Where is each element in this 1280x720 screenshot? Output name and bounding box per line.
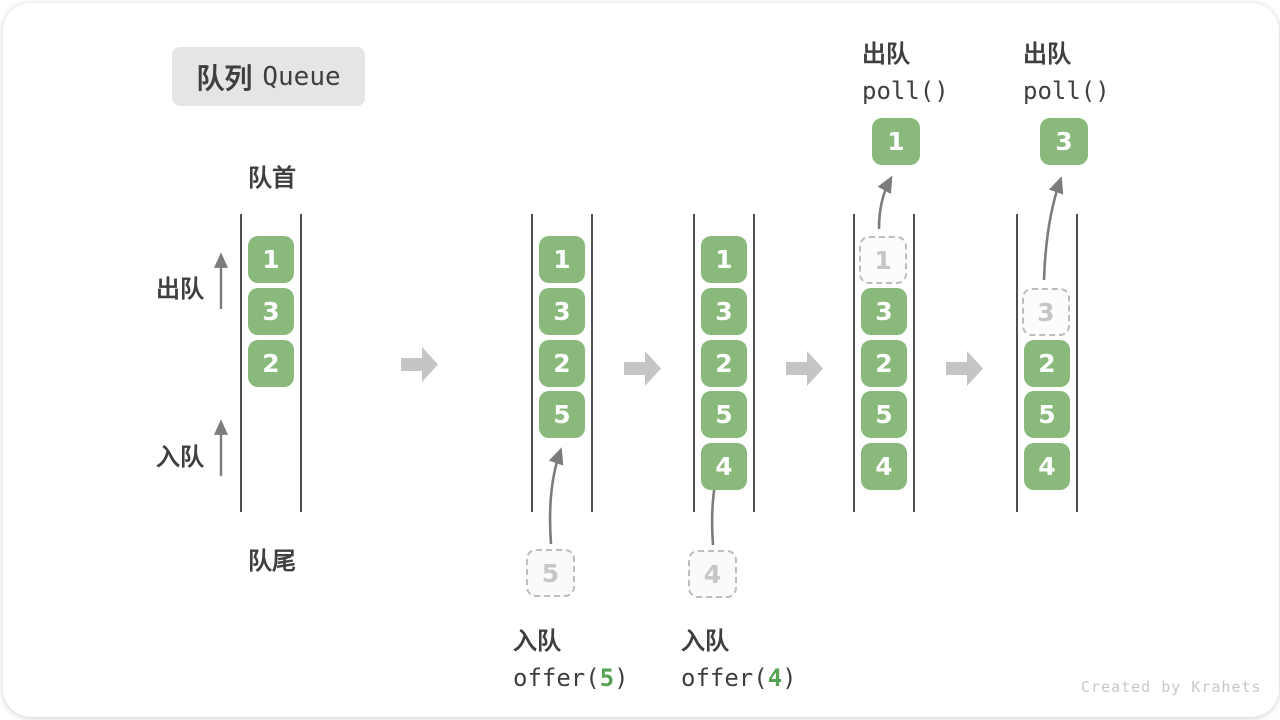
operation-code: offer(5): [513, 664, 629, 692]
operation-zh: 入队: [681, 628, 729, 655]
code-fn: offer(: [513, 664, 600, 692]
queue-item: 1: [701, 236, 747, 283]
operation-code: poll(): [1023, 77, 1110, 105]
queue-wall: [913, 214, 915, 512]
queue-state-2: 1 3 2 5: [531, 214, 593, 512]
dequeue-label: 出队: [156, 276, 204, 303]
queue-front-label: 队首: [248, 165, 296, 192]
diagram-title: 队列 Queue: [172, 47, 365, 106]
dequeue-operation-label: 出队 poll(): [1023, 34, 1110, 105]
queue-wall: [753, 214, 755, 512]
queue-wall: [853, 214, 855, 512]
queue-wall: [1076, 214, 1078, 512]
enqueue-operation-label: 入队 offer(4): [681, 621, 797, 692]
dequeue-operation-label: 出队 poll(): [862, 34, 949, 105]
operation-code: offer(4): [681, 664, 797, 692]
title-zh: 队列: [196, 62, 253, 94]
queue-state-4: 1 3 2 5 4: [853, 214, 915, 512]
queue-item: 5: [861, 391, 907, 438]
queue-item: 2: [248, 340, 294, 387]
queue-wall: [240, 214, 242, 512]
enqueue-label: 入队: [156, 444, 204, 471]
code-fn: offer(: [681, 664, 768, 692]
transition-arrow-icon: [401, 347, 438, 382]
queue-rear-label: 队尾: [248, 548, 296, 575]
queue-diagram: 队列 Queue 队首 队尾 出队 入队 1 3 2 1 3 2 5 5 入队 …: [3, 3, 1279, 717]
operation-zh: 出队: [862, 41, 910, 68]
removed-item-ghost: 1: [859, 236, 907, 284]
queue-item: 4: [701, 443, 747, 490]
transition-arrow-icon: [946, 351, 983, 386]
incoming-element: 5: [526, 549, 575, 597]
incoming-element: 4: [688, 550, 737, 598]
queue-item: 1: [248, 236, 294, 283]
arrows-overlay: [213, 175, 1064, 546]
queue-wall: [591, 214, 593, 512]
queue-wall: [693, 214, 695, 512]
queue-state-5: 3 2 5 4: [1016, 214, 1078, 512]
enqueue-operation-label: 入队 offer(5): [513, 621, 629, 692]
queue-wall: [300, 214, 302, 512]
watermark: Created by Krahets: [1081, 678, 1262, 696]
queue-item: 5: [539, 391, 585, 438]
queue-wall: [531, 214, 533, 512]
queue-item: 2: [1024, 340, 1070, 387]
queue-item: 2: [539, 340, 585, 387]
operation-zh: 入队: [513, 628, 561, 655]
code-close: ): [614, 664, 629, 692]
queue-item: 5: [1024, 391, 1070, 438]
code-close: ): [782, 664, 797, 692]
transition-arrow-icon: [786, 351, 823, 386]
queue-item: 3: [539, 288, 585, 335]
queue-state-3: 1 3 2 5 4: [693, 214, 755, 512]
title-en: Queue: [262, 61, 341, 92]
code-arg: 5: [599, 664, 615, 692]
queue-state-1: 1 3 2: [240, 214, 302, 512]
removed-item-ghost: 3: [1022, 288, 1070, 336]
queue-wall: [1016, 214, 1018, 512]
popped-element: 3: [1040, 118, 1088, 165]
queue-item: 4: [1024, 443, 1070, 490]
code-arg: 4: [767, 664, 783, 692]
operation-zh: 出队: [1023, 41, 1071, 68]
queue-item: 3: [701, 288, 747, 335]
queue-item: 1: [539, 236, 585, 283]
operation-code: poll(): [862, 77, 949, 105]
queue-item: 2: [701, 340, 747, 387]
queue-item: 3: [248, 288, 294, 335]
queue-item: 5: [701, 391, 747, 438]
transition-arrow-icon: [624, 351, 661, 386]
queue-item: 2: [861, 340, 907, 387]
queue-item: 4: [861, 443, 907, 490]
popped-element: 1: [872, 118, 920, 165]
queue-item: 3: [861, 288, 907, 335]
